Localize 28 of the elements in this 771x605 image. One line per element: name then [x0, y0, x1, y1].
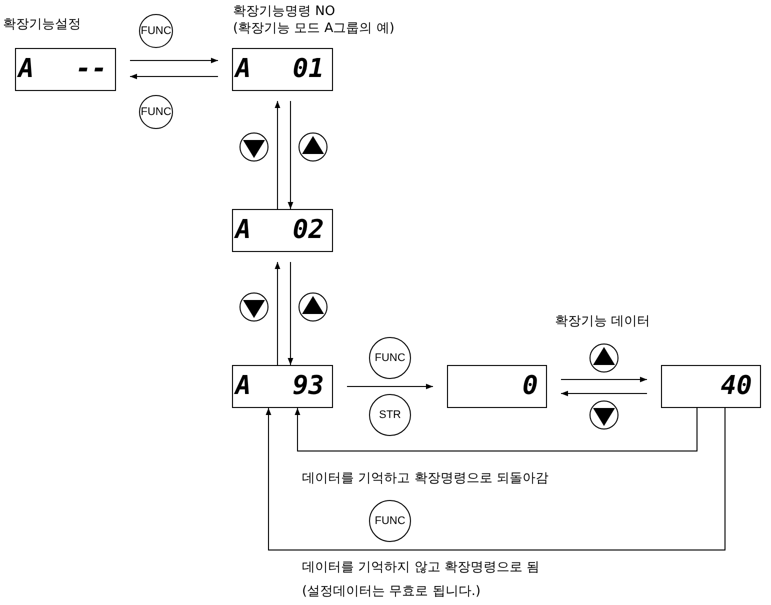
- arrow: [560, 390, 648, 396]
- caption-text: 확장기능 데이터: [555, 313, 650, 330]
- arrow: [294, 408, 698, 452]
- arrow: [288, 262, 294, 366]
- lcd-display: A 02: [232, 209, 333, 252]
- arrow: [288, 100, 294, 210]
- lcd-display: A --: [15, 48, 116, 91]
- caption-text: 확장기능명령 NO: [233, 3, 336, 20]
- arrow: [130, 74, 218, 80]
- arrow: [266, 408, 726, 550]
- lcd-display: 0: [447, 365, 547, 408]
- lcd-display: A 93: [232, 365, 333, 408]
- lcd-display: A 01: [232, 48, 333, 91]
- caption-text: 확장기능설정: [3, 16, 81, 33]
- key-button: FUNC: [369, 337, 411, 379]
- key-button: FUNC: [139, 14, 173, 48]
- key-button: STR: [369, 394, 411, 436]
- lcd-display: 40: [661, 365, 761, 408]
- arrow: [560, 376, 648, 382]
- arrow: [274, 262, 280, 366]
- arrow: [346, 384, 434, 390]
- arrow: [274, 100, 280, 210]
- arrow: [130, 58, 218, 64]
- key-button: FUNC: [139, 95, 173, 129]
- edge-label: 데이터를 기억하지 않고 확장명령으로 됨 (설정데이터는 무효로 됩니다.): [302, 559, 541, 601]
- caption-text: (확장기능 모드 A그룹의 예): [233, 20, 394, 37]
- key-button: FUNC: [369, 500, 411, 542]
- edge-label: 데이터를 기억하고 확장명령으로 되돌아감: [302, 470, 548, 487]
